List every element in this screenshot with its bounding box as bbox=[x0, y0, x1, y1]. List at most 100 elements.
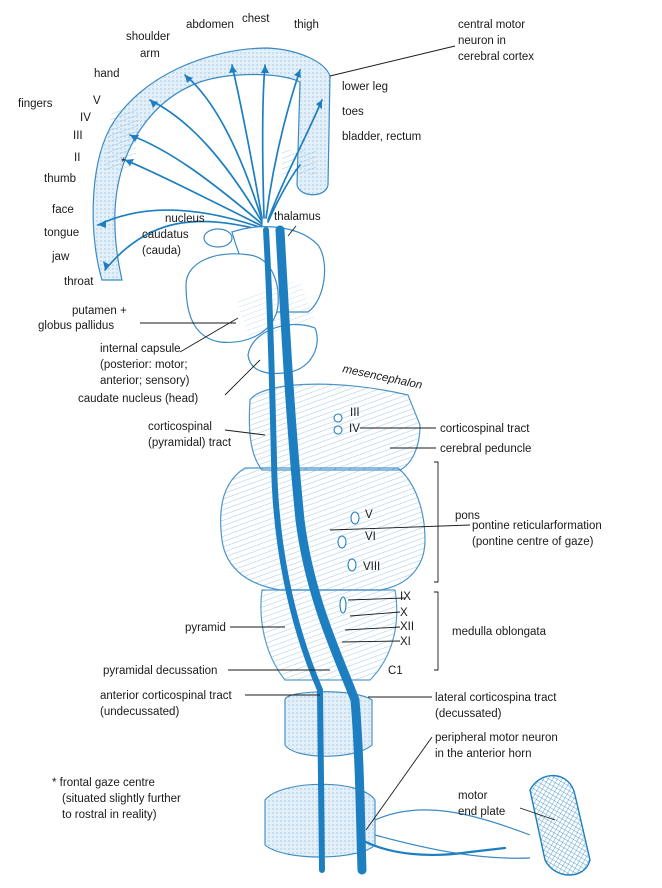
descending-tracts bbox=[263, 225, 507, 875]
label-finger-iii: III bbox=[73, 130, 83, 142]
label-thumb: thumb bbox=[44, 173, 76, 185]
label-tongue: tongue bbox=[44, 227, 79, 239]
motor-end-plate-muscle bbox=[529, 774, 591, 876]
spinal-segment-upper bbox=[284, 691, 373, 757]
label-fgc-1: * frontal gaze centre bbox=[52, 777, 155, 789]
label-n-iv: IV bbox=[349, 423, 360, 435]
label-prf-1: pontine reticularformation bbox=[472, 520, 602, 532]
label-caudate-head: caudate nucleus (head) bbox=[78, 393, 198, 405]
label-nucleus-3: (cauda) bbox=[142, 245, 181, 257]
label-n-v: V bbox=[365, 509, 373, 521]
label-acst-1: anterior corticospinal tract bbox=[100, 690, 232, 702]
nucleus-v bbox=[350, 511, 360, 525]
brainstem bbox=[220, 383, 426, 681]
label-acst-2: (undecussated) bbox=[100, 706, 179, 718]
fibre-lower-leg bbox=[267, 99, 323, 221]
nucleus-viii bbox=[347, 558, 357, 572]
label-finger-iv: IV bbox=[80, 112, 91, 124]
label-pons: pons bbox=[455, 510, 480, 522]
label-throat: throat bbox=[64, 276, 94, 288]
label-jaw: jaw bbox=[51, 251, 70, 263]
label-c1: C1 bbox=[388, 665, 403, 677]
label-capsule-2: (posterior: motor; bbox=[100, 359, 188, 371]
label-n-xi: XI bbox=[400, 636, 411, 648]
label-prf-2: (pontine centre of gaze) bbox=[472, 536, 594, 548]
label-shoulder: shoulder bbox=[126, 31, 170, 43]
nucleus-iii bbox=[333, 413, 343, 423]
label-finger-ii: II bbox=[74, 152, 80, 164]
label-fingers: fingers bbox=[18, 98, 53, 110]
label-n-xii: XII bbox=[400, 621, 414, 633]
label-pmn-2: in the anterior horn bbox=[435, 748, 532, 760]
label-nucleus-1: nucleus bbox=[165, 213, 205, 225]
label-n-ix: IX bbox=[400, 591, 411, 603]
label-hand: hand bbox=[94, 68, 120, 80]
label-capsule-3: anterior; sensory) bbox=[100, 375, 190, 387]
nucleus-iv bbox=[333, 425, 343, 435]
muscle bbox=[529, 774, 591, 876]
label-central-motor-3: cerebral cortex bbox=[458, 51, 534, 63]
nucleus-ix bbox=[339, 596, 347, 614]
label-cst-1: corticospinal bbox=[148, 421, 212, 433]
fibre-shoulder bbox=[231, 64, 263, 219]
label-central-motor-1: central motor bbox=[458, 19, 525, 31]
label-n-iii: III bbox=[350, 407, 360, 419]
label-lcst-1: lateral corticospina tract bbox=[435, 692, 557, 704]
label-pmn-1: peripheral motor neuron bbox=[435, 732, 558, 744]
fibre-fingers bbox=[129, 134, 263, 225]
label-central-motor-2: neuron in bbox=[458, 35, 506, 47]
label-abdomen: abdomen bbox=[186, 19, 234, 31]
label-lower-leg: lower leg bbox=[342, 81, 388, 93]
label-nucleus-2: caudatus bbox=[142, 229, 189, 241]
lateral-corticospinal-tract bbox=[275, 225, 367, 875]
nucleus-caudatus-tail bbox=[203, 228, 233, 248]
fibre-arm bbox=[184, 74, 263, 221]
medulla-bracket bbox=[434, 591, 439, 671]
label-chest: chest bbox=[242, 13, 270, 25]
label-mep-1: motor bbox=[458, 790, 488, 802]
label-bladder: bladder, rectum bbox=[342, 131, 421, 143]
label-toes: toes bbox=[342, 106, 364, 118]
cranial-nerve-nuclei bbox=[333, 413, 360, 614]
label-lcst-2: (decussated) bbox=[435, 708, 502, 720]
cortex-hatch-region-2 bbox=[282, 150, 316, 175]
label-cst-right: corticospinal tract bbox=[440, 423, 530, 435]
label-n-x: X bbox=[400, 607, 408, 619]
label-peduncle: cerebral peduncle bbox=[440, 443, 531, 455]
motor-axon bbox=[360, 838, 507, 856]
label-thalamus: thalamus bbox=[274, 211, 321, 223]
label-mep-2: end plate bbox=[458, 806, 505, 818]
basal-ganglia bbox=[185, 226, 326, 375]
label-cst-2: (pyramidal) tract bbox=[148, 437, 232, 449]
label-asterisk: * bbox=[121, 157, 126, 169]
pons-bracket bbox=[434, 461, 439, 583]
label-arm: arm bbox=[140, 48, 160, 60]
label-fgc-3: to rostral in reality) bbox=[62, 809, 157, 821]
nucleus-vi bbox=[337, 535, 347, 549]
cortex-hatch-region bbox=[104, 110, 140, 170]
label-finger-v: V bbox=[93, 95, 101, 107]
label-putamen-1: putamen + bbox=[72, 305, 127, 317]
fibre-hand bbox=[149, 99, 263, 223]
label-n-viii: VIII bbox=[363, 561, 380, 573]
label-decussation: pyramidal decussation bbox=[103, 665, 217, 677]
anterior-corticospinal-tract bbox=[263, 227, 325, 873]
fibre-arrowheads bbox=[98, 65, 322, 270]
region-brackets bbox=[434, 461, 439, 671]
label-medulla: medulla oblongata bbox=[452, 626, 547, 638]
fibre-face bbox=[97, 209, 263, 229]
label-putamen-2: globus pallidus bbox=[38, 320, 114, 332]
corticospinal-fibres bbox=[97, 64, 323, 271]
pons-body bbox=[220, 467, 426, 591]
label-face: face bbox=[52, 204, 74, 216]
peripheral-nerve-upper bbox=[374, 809, 531, 836]
label-thigh: thigh bbox=[294, 19, 319, 31]
internal-capsule bbox=[236, 280, 314, 340]
fibre-bladder bbox=[267, 164, 301, 223]
fibre-throat bbox=[104, 220, 263, 271]
leader-lines bbox=[140, 45, 556, 831]
label-pyramid: pyramid bbox=[185, 622, 226, 634]
label-n-vi: VI bbox=[365, 531, 376, 543]
